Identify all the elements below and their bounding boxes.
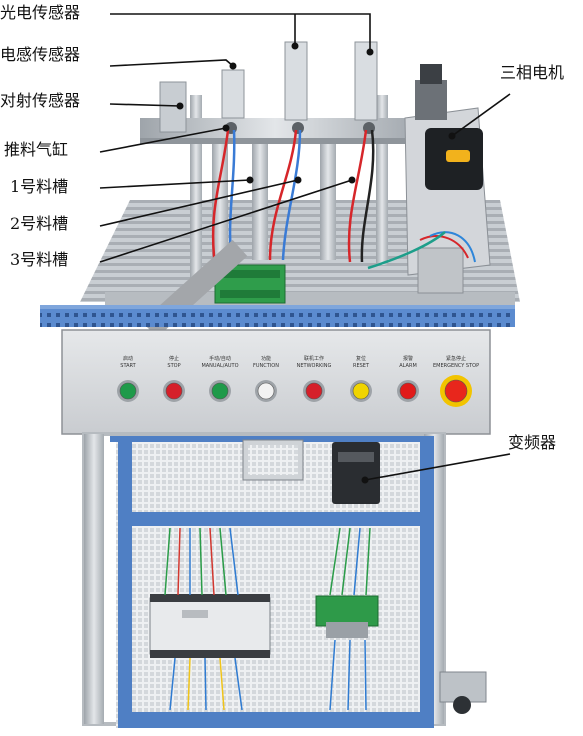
button-label-function-cn: 功能	[260, 356, 271, 362]
inverter-body	[332, 442, 380, 504]
panel-button-emergency-stop[interactable]	[444, 379, 468, 403]
panel-button-start[interactable]	[119, 382, 137, 400]
conveyor-beam	[140, 118, 410, 140]
panel-button-function[interactable]	[257, 382, 275, 400]
button-label-start-en: START	[120, 363, 136, 369]
label-inverter: 变频器	[508, 433, 557, 452]
button-label-estop-cn: 紧急停止	[445, 356, 466, 362]
label-push-cylinder: 推料气缸	[4, 140, 69, 159]
panel-button-group	[117, 375, 472, 407]
button-label-alarm-en: ALARM	[399, 363, 417, 369]
button-label-stop-cn: 停止	[168, 356, 179, 362]
panel-button-networking[interactable]	[305, 382, 323, 400]
label-photo-sensor: 光电传感器	[0, 3, 81, 22]
panel-button-manual-auto[interactable]	[211, 382, 229, 400]
label-through-beam-sensor: 对射传感器	[0, 91, 81, 110]
button-label-networking-en: NETWORKING	[296, 363, 332, 369]
mesh-panel	[116, 438, 434, 728]
label-slot-2: 2号料槽	[10, 214, 69, 233]
plc-unit	[149, 597, 271, 655]
button-label-manual-en: MANUAL/AUTO	[201, 363, 239, 369]
label-slot-1: 1号料槽	[10, 177, 69, 196]
panel-button-alarm[interactable]	[399, 382, 417, 400]
front-slot-bar	[40, 305, 515, 327]
button-label-networking-cn: 联机工作	[303, 356, 324, 362]
panel-button-reset[interactable]	[352, 382, 370, 400]
button-label-estop-en: EMERGENCY STOP	[433, 363, 480, 369]
button-label-reset-en: RESET	[352, 363, 370, 369]
button-label-reset-cn: 复位	[355, 356, 366, 362]
button-label-function-en: FUNCTION	[253, 363, 279, 369]
button-label-start-cn: 启动	[122, 356, 133, 362]
button-label-manual-cn: 手动/自动	[209, 356, 231, 362]
label-three-phase-motor: 三相电机	[500, 63, 565, 82]
label-slot-3: 3号料槽	[10, 250, 69, 269]
panel-button-stop[interactable]	[165, 382, 183, 400]
motor-badge	[446, 150, 470, 162]
label-inductive-sensor: 电感传感器	[0, 45, 81, 64]
button-label-alarm-cn: 报警	[402, 356, 413, 362]
button-label-stop-en: STOP	[167, 363, 181, 369]
